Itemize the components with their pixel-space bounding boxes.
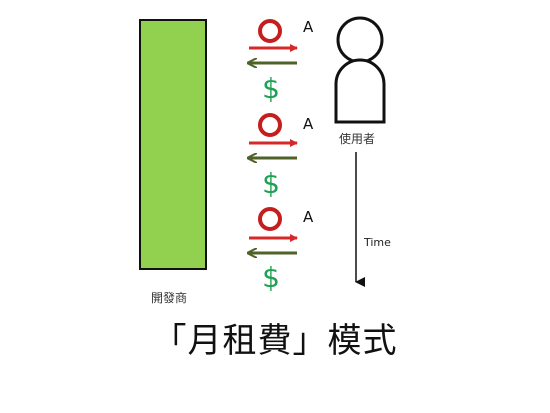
user-label: 使用者: [339, 132, 376, 146]
service-label: A: [303, 208, 314, 226]
diagram-title: 「月租費」模式: [152, 321, 398, 361]
developer-bar: [139, 19, 207, 270]
dollar-icon: $: [262, 72, 280, 105]
exchange-group-1: $: [248, 19, 298, 105]
service-circle-icon: [258, 19, 282, 43]
exchange-group-3: $: [248, 207, 298, 294]
time-label: Time: [364, 236, 391, 249]
dollar-icon: $: [262, 261, 280, 294]
service-label: A: [303, 115, 314, 133]
developer-label: 開發商: [151, 291, 188, 305]
user-body-icon: [334, 58, 386, 124]
user-figure-icon: [334, 16, 386, 124]
service-circle-icon: [258, 113, 282, 137]
exchange-group-2: $: [248, 113, 298, 200]
user-head-icon: [336, 16, 384, 64]
service-circle-icon: [258, 207, 282, 231]
service-label: A: [303, 18, 314, 36]
dollar-icon: $: [262, 167, 280, 200]
